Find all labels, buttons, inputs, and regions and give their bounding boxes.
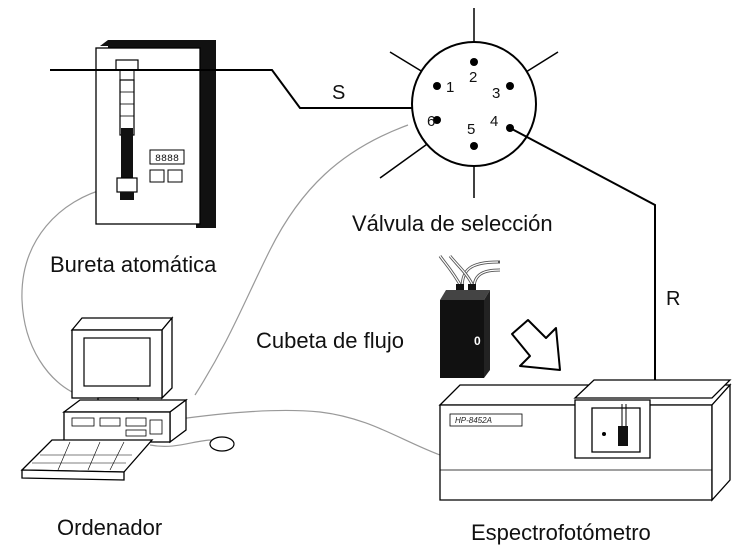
data-cables bbox=[21, 124, 441, 456]
monitor-screen bbox=[83, 337, 151, 387]
valve-port-4-label: 4 bbox=[490, 113, 498, 130]
burette-top-edge bbox=[100, 40, 128, 46]
computer bbox=[20, 316, 235, 481]
label-flow-cell: Cubeta de flujo bbox=[256, 328, 404, 353]
valve-port-2-dot bbox=[470, 58, 478, 66]
label-line-r: R bbox=[666, 288, 680, 310]
flow-cell: 0 bbox=[438, 255, 501, 378]
valve-port-5-label: 5 bbox=[467, 121, 475, 138]
flow-cell-side bbox=[484, 290, 490, 378]
mouse bbox=[209, 436, 235, 452]
spectro-cell-holder bbox=[618, 426, 628, 446]
burette-key-right bbox=[167, 169, 183, 183]
syringe-valve-head bbox=[115, 59, 139, 71]
valve-port-6-label: 6 bbox=[427, 113, 435, 130]
syringe-plunger bbox=[121, 128, 133, 178]
line-r bbox=[509, 127, 656, 400]
valve-port-6-dot bbox=[433, 116, 441, 124]
spectrophotometer: HP-8452A bbox=[438, 379, 732, 502]
cable-computer-to-spectro bbox=[171, 409, 441, 456]
flow-cell-top bbox=[440, 290, 490, 300]
flow-cell-mark: 0 bbox=[474, 334, 481, 348]
label-computer: Ordenador bbox=[57, 515, 162, 540]
syringe-barrel bbox=[119, 79, 135, 136]
valve-port-3-dot bbox=[506, 82, 514, 90]
keyboard-top bbox=[20, 439, 154, 473]
insert-arrow-icon bbox=[511, 319, 561, 371]
cable-valve-to-computer bbox=[194, 124, 409, 396]
cable-keyboard-to-mouse bbox=[149, 439, 213, 447]
label-valve: Válvula de selección bbox=[352, 211, 553, 236]
selection-valve: 1 2 3 4 5 6 bbox=[379, 8, 559, 198]
valve-port-5-dot bbox=[470, 142, 478, 150]
label-spectro: Espectrofotómetro bbox=[471, 520, 651, 545]
valve-body bbox=[411, 41, 537, 167]
spectro-sample-window bbox=[591, 407, 641, 453]
valve-port-1-dot bbox=[433, 82, 441, 90]
monitor-side bbox=[161, 316, 173, 400]
syringe-foot bbox=[120, 192, 134, 200]
burette-display bbox=[149, 149, 185, 165]
keyboard-front bbox=[21, 469, 125, 481]
syringe-neck bbox=[119, 69, 135, 81]
base-top bbox=[62, 399, 188, 413]
spectro-rear-top bbox=[573, 379, 732, 399]
label-line-s: S bbox=[332, 82, 345, 104]
spectro-side bbox=[711, 383, 731, 502]
monitor-top bbox=[70, 317, 174, 331]
cable-burette-to-computer bbox=[21, 187, 109, 393]
label-burette: Bureta atomática bbox=[50, 252, 217, 277]
spectro-model-label: HP-8452A bbox=[455, 416, 492, 425]
burette-display-digits: 8888 bbox=[155, 154, 179, 165]
burette-front-panel bbox=[95, 47, 201, 225]
flow-cell-body bbox=[440, 300, 484, 378]
automatic-burette: 8888 bbox=[95, 40, 216, 228]
line-s bbox=[50, 69, 468, 109]
valve-port-3-label: 3 bbox=[492, 85, 500, 102]
syringe-base bbox=[116, 177, 138, 193]
burette-key-left bbox=[149, 169, 165, 183]
spectro-model-plate bbox=[449, 413, 523, 427]
valve-port-1-label: 1 bbox=[446, 79, 454, 96]
valve-port-2-label: 2 bbox=[469, 69, 477, 86]
